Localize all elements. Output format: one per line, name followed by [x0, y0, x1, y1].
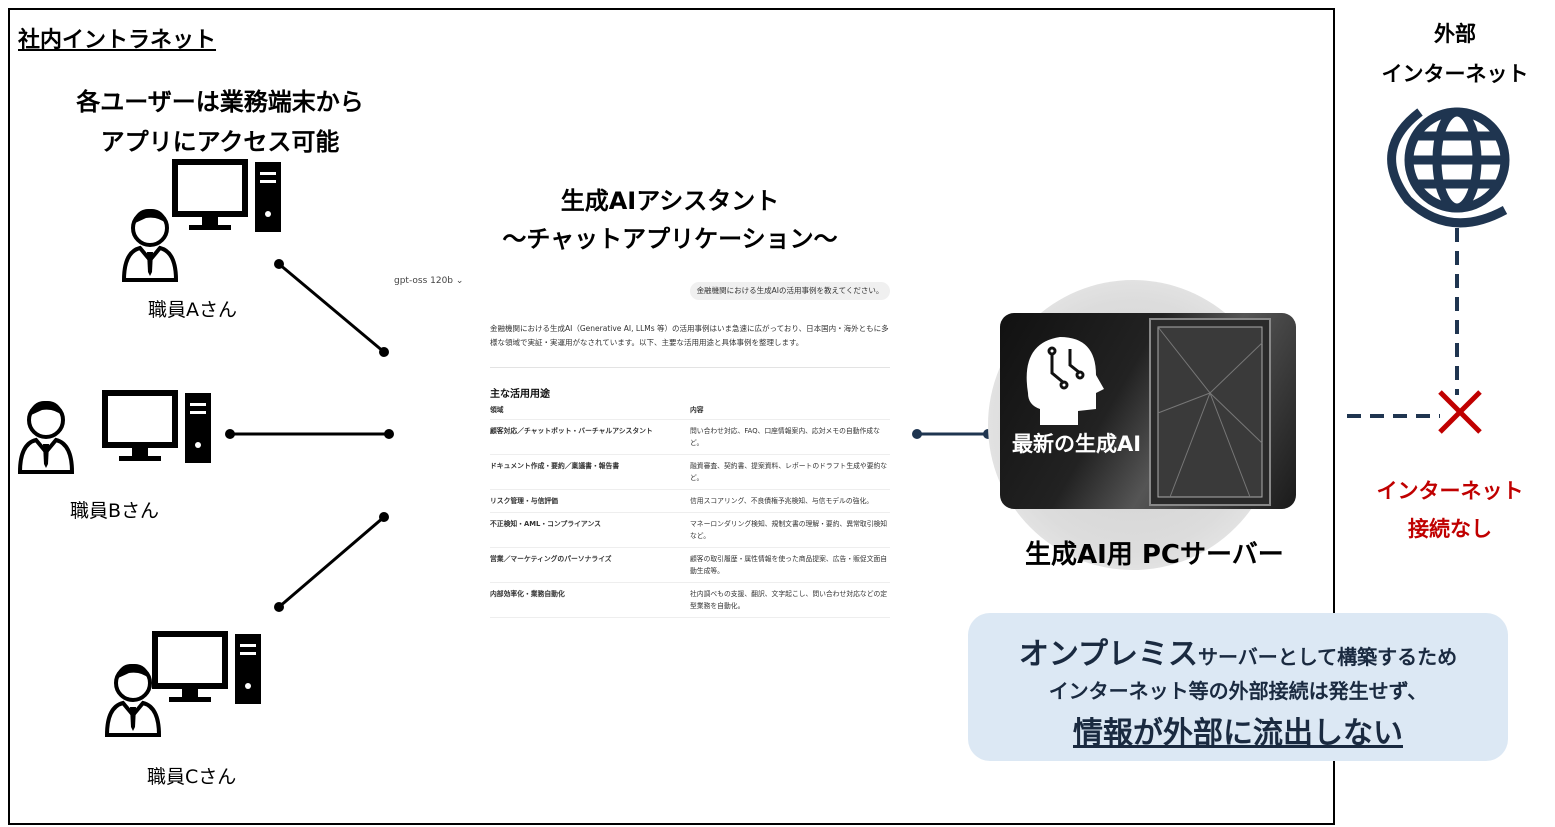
table-title: 主な活用用途 — [490, 389, 550, 400]
model-selector[interactable]: gpt-oss 120b ⌄ — [394, 276, 464, 286]
user-c-icon — [105, 634, 261, 737]
user-b-icon — [18, 393, 211, 474]
app-subtitle: ～チャットアプリケーション～ — [502, 225, 838, 253]
blocked-x-icon — [1438, 390, 1482, 434]
no-internet-line1: インターネット — [1376, 479, 1524, 503]
no-internet-label: インターネット 接続なし — [1370, 472, 1530, 548]
ai-head-icon — [1026, 337, 1104, 425]
cell: 問い合わせ対応、FAQ、口座情報案内、応対メモの自動作成など。 — [690, 419, 890, 455]
table-row: リスク管理・与信評価信用スコアリング、不良債権予兆検知、与信モデルの強化。 — [490, 489, 890, 513]
server-image — [1000, 313, 1296, 509]
cell: ドキュメント作成・要約／稟議書・報告書 — [490, 454, 690, 490]
blocked-connection-line — [1347, 228, 1459, 418]
globe-icon — [1387, 107, 1510, 228]
header-domain: 領域 — [490, 401, 690, 420]
cell: マネーロンダリング検知、規制文書の理解・要約、異常取引検知など。 — [690, 512, 890, 548]
app-title: 生成AIアシスタント ～チャットアプリケーション～ — [480, 182, 860, 258]
table-row: 内部効率化・業務自動化社内調べもの支援、翻訳、文字起こし、問い合わせ対応などの定… — [490, 582, 890, 618]
assistant-answer: 金融機関における生成AI（Generative AI, LLMs 等）の活用事例… — [490, 324, 889, 347]
cell: 不正検知・AML・コンプライアンス — [490, 512, 690, 548]
external-line2: インターネット — [1381, 62, 1529, 86]
table-header: 領域内容 — [490, 401, 890, 420]
table-row: 顧客対応／チャットボット・バーチャルアシスタント問い合わせ対応、FAQ、口座情報… — [490, 419, 890, 455]
note-line2: インターネット等の外部接続は発生せず、 — [1048, 679, 1428, 703]
users-note-line2: アプリにアクセス可能 — [100, 128, 340, 156]
user-a-icon — [122, 162, 281, 282]
external-line1: 外部 — [1434, 22, 1476, 46]
cell: リスク管理・与信評価 — [490, 489, 690, 513]
cell: 顧客対応／チャットボット・バーチャルアシスタント — [490, 419, 690, 455]
connector-server — [912, 429, 993, 439]
intranet-label: 社内イントラネット — [18, 28, 217, 53]
connector-b — [225, 429, 394, 439]
intranet-boundary — [8, 8, 1335, 825]
note-line3: 情報が外部に流出しない — [1073, 716, 1403, 751]
table-row: ドキュメント作成・要約／稟議書・報告書融資審査、契約書、提案資料、レポートのドラ… — [490, 454, 890, 490]
users-note-line1: 各ユーザーは業務端末から — [76, 88, 364, 116]
header-content: 内容 — [690, 401, 890, 420]
cell: 信用スコアリング、不良債権予兆検知、与信モデルの強化。 — [690, 489, 890, 513]
external-internet-label: 外部 インターネット — [1380, 14, 1530, 94]
table-row: 不正検知・AML・コンプライアンスマネーロンダリング検知、規制文書の理解・要約、… — [490, 512, 890, 548]
use-case-table: 領域内容 顧客対応／チャットボット・バーチャルアシスタント問い合わせ対応、FAQ… — [490, 401, 890, 618]
cell: 営業／マーケティングのパーソナライズ — [490, 547, 690, 583]
server-label: 生成AI用 PCサーバー — [1025, 540, 1284, 570]
user-c-label: 職員Cさん — [147, 766, 237, 788]
connector-c — [274, 512, 389, 612]
chat-screenshot: gpt-oss 120b ⌄ 金融機関における生成AIの活用事例を教えてください… — [390, 270, 900, 618]
server-case-illustration — [1026, 318, 1271, 506]
divider — [490, 367, 890, 368]
server-overlay-text: 最新の生成AI — [1012, 432, 1142, 456]
user-message: 金融機関における生成AIの活用事例を教えてください。 — [690, 282, 890, 300]
cell: 内部効率化・業務自動化 — [490, 582, 690, 618]
cell: 融資審査、契約書、提案資料、レポートのドラフト生成や要約など。 — [690, 454, 890, 490]
onpremise-note: オンプレミスサーバーとして構築するため インターネット等の外部接続は発生せず、 … — [968, 613, 1508, 761]
note-emphasis: オンプレミス — [1018, 637, 1198, 672]
connector-a — [274, 259, 389, 357]
note-line1: サーバーとして構築するため — [1197, 645, 1458, 669]
users-note: 各ユーザーは業務端末から アプリにアクセス可能 — [40, 82, 400, 162]
app-title-main: 生成AIアシスタント — [560, 187, 780, 215]
cell: 顧客の取引履歴・属性情報を使った商品提案、広告・販促文面自動生成等。 — [690, 547, 890, 583]
no-internet-line2: 接続なし — [1408, 517, 1492, 541]
cell: 社内調べもの支援、翻訳、文字起こし、問い合わせ対応などの定型業務を自動化。 — [690, 582, 890, 618]
user-a-label: 職員Aさん — [148, 299, 237, 321]
table-row: 営業／マーケティングのパーソナライズ顧客の取引履歴・属性情報を使った商品提案、広… — [490, 547, 890, 583]
user-b-label: 職員Bさん — [70, 500, 160, 522]
